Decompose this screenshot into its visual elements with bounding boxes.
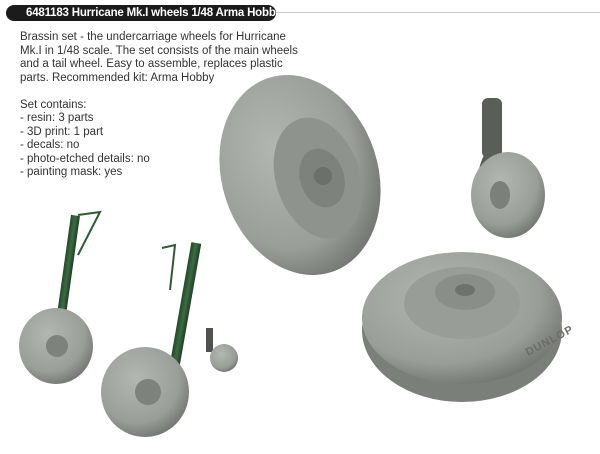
contents-item: - photo-etched details: no xyxy=(20,152,150,165)
tail-wheel-small xyxy=(206,328,238,372)
set-contents: Set contains: - resin: 3 parts - 3D prin… xyxy=(20,99,310,180)
product-description: Brassin set - the undercarriage wheels f… xyxy=(20,31,298,84)
contents-item: - 3D print: 1 part xyxy=(20,125,104,138)
set-contents-heading: Set contains: xyxy=(20,98,87,111)
text-column: Brassin set - the undercarriage wheels f… xyxy=(20,31,310,180)
contents-item: - decals: no xyxy=(20,139,80,151)
contents-item: - resin: 3 parts xyxy=(20,112,94,124)
product-title: 6481183 Hurricane Mk.I wheels 1/48 Arma … xyxy=(6,5,276,21)
landing-gear-leg-right xyxy=(101,242,202,437)
landing-gear-leg-left xyxy=(19,210,102,384)
contents-item: - painting mask: yes xyxy=(20,166,123,178)
tail-wheel-assembly xyxy=(471,98,545,238)
title-divider xyxy=(270,12,600,13)
main-wheel-upright xyxy=(219,75,381,275)
main-wheel-flat: DUNLOP xyxy=(362,252,576,402)
